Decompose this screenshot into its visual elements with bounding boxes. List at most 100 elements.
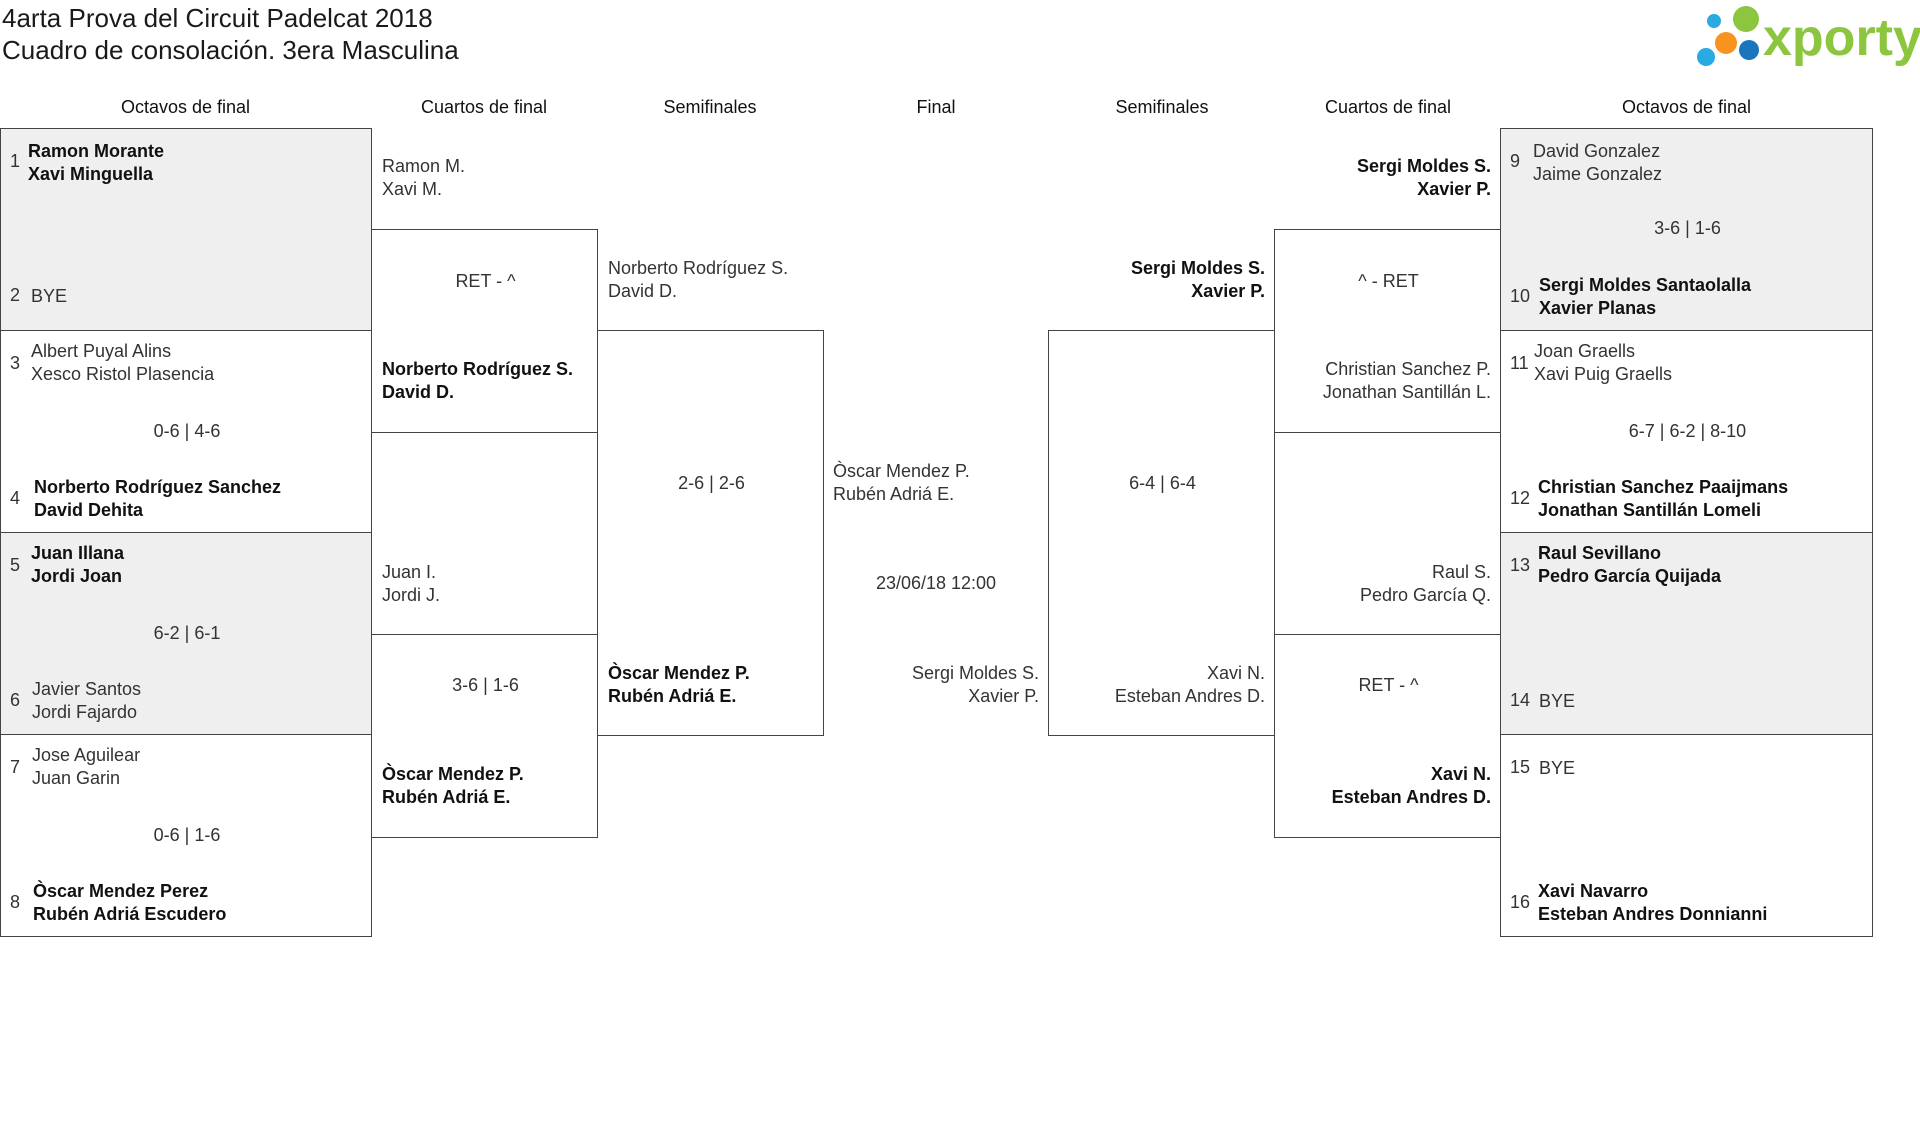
player-name: Jonathan Santillán L. bbox=[1322, 382, 1491, 402]
player-name: David D. bbox=[382, 382, 455, 402]
seed-number: 10 bbox=[1510, 286, 1531, 306]
player-name: Rubén Adriá E. bbox=[608, 686, 737, 706]
player-name: Norberto Rodríguez Sanchez bbox=[34, 477, 282, 497]
seed-number: 7 bbox=[10, 757, 21, 777]
player-name: Ramon M. bbox=[382, 156, 466, 176]
seed-number: 13 bbox=[1510, 555, 1531, 575]
qf-right-2-team-2: Xavi N. Esteban Andres D. bbox=[1332, 763, 1491, 809]
match-score: 3-6 | 1-6 bbox=[1654, 218, 1721, 238]
match-score: 6-2 | 6-1 bbox=[153, 623, 221, 643]
player-name: Norberto Rodríguez S. bbox=[382, 359, 574, 379]
seed-number: 5 bbox=[10, 555, 21, 575]
player-name: Òscar Mendez P. bbox=[833, 461, 970, 481]
player-name: Rubén Adriá E. bbox=[833, 484, 955, 504]
qf-left-2-team-1: Juan I. Jordi J. bbox=[382, 561, 440, 607]
player-name: Sergi Moldes S. bbox=[1130, 258, 1265, 278]
round-header-r16-left: Octavos de final bbox=[120, 97, 251, 117]
match-score: 2-6 | 2-6 bbox=[678, 473, 745, 493]
qf-left-1-team-2: Norberto Rodríguez S. David D. bbox=[382, 358, 573, 404]
final-datetime: 23/06/18 12:00 bbox=[875, 573, 997, 593]
player-name: Jose Aguilear bbox=[32, 745, 141, 765]
match-r16-right-1: 9 David Gonzalez Jaime Gonzalez 3-6 | 1-… bbox=[1500, 128, 1873, 331]
player-name: Albert Puyal Alins bbox=[31, 341, 172, 361]
match-score: RET - ^ bbox=[455, 271, 516, 291]
sf-left-team-1: Norberto Rodríguez S. David D. bbox=[608, 257, 788, 303]
player-name: Jordi Joan bbox=[31, 566, 123, 586]
match-score: 3-6 | 1-6 bbox=[452, 675, 519, 695]
match-score: ^ - RET bbox=[1358, 271, 1419, 291]
player-name: Rubén Adriá Escudero bbox=[33, 904, 227, 924]
player-name: Xavier P. bbox=[1417, 179, 1491, 199]
player-name: Javier Santos bbox=[32, 679, 142, 699]
team-1: David Gonzalez Jaime Gonzalez bbox=[1533, 140, 1662, 186]
round-header-sf-left: Semifinales bbox=[663, 97, 757, 117]
player-name: BYE bbox=[1539, 758, 1576, 778]
match-score: 6-4 | 6-4 bbox=[1129, 473, 1196, 493]
player-name: Esteban Andres Donnianni bbox=[1538, 904, 1768, 924]
player-name: Ramon Morante bbox=[28, 141, 165, 161]
player-name: Xavi Navarro bbox=[1538, 881, 1649, 901]
sf-right-team-2: Xavi N. Esteban Andres D. bbox=[1115, 662, 1265, 708]
player-name: Xavi M. bbox=[382, 179, 443, 199]
player-name: Pedro García Q. bbox=[1359, 585, 1491, 605]
player-name: Raul S. bbox=[1431, 562, 1491, 582]
round-header-qf-right: Cuartos de final bbox=[1324, 97, 1452, 117]
match-r16-left-1: 1 Ramon Morante Xavi Minguella 2 BYE bbox=[0, 128, 372, 331]
final-team-2: Sergi Moldes S. Xavier P. bbox=[912, 662, 1039, 708]
seed-number: 16 bbox=[1510, 892, 1531, 912]
player-name: Christian Sanchez P. bbox=[1325, 359, 1491, 379]
seed-number: 8 bbox=[10, 892, 21, 912]
match-r16-right-3: 13 Raul Sevillano Pedro García Quijada 1… bbox=[1500, 532, 1873, 735]
team-2: Xavi Navarro Esteban Andres Donnianni bbox=[1538, 880, 1767, 926]
qf-left-1-team-1: Ramon M. Xavi M. bbox=[382, 155, 465, 201]
player-name: David Gonzalez bbox=[1533, 141, 1661, 161]
player-name: David D. bbox=[608, 281, 678, 301]
round-header-final: Final bbox=[916, 97, 956, 117]
match-score: 0-6 | 4-6 bbox=[153, 421, 221, 441]
player-name: Xavier P. bbox=[968, 686, 1039, 706]
match-r16-right-2: 11 Joan Graells Xavi Puig Graells 6-7 | … bbox=[1500, 330, 1873, 533]
seed-number: 9 bbox=[1510, 151, 1521, 171]
player-name: David Dehita bbox=[34, 500, 144, 520]
team-2: BYE bbox=[1539, 690, 1575, 713]
team-2: Norberto Rodríguez Sanchez David Dehita bbox=[34, 476, 281, 522]
team-2: Christian Sanchez Paaijmans Jonathan San… bbox=[1538, 476, 1788, 522]
match-r16-right-4: 15 BYE 16 Xavi Navarro Esteban Andres Do… bbox=[1500, 734, 1873, 937]
match-r16-left-3: 5 Juan Illana Jordi Joan 6-2 | 6-1 6 Jav… bbox=[0, 532, 372, 735]
round-header-qf-left: Cuartos de final bbox=[420, 97, 548, 117]
player-name: Esteban Andres D. bbox=[1331, 787, 1491, 807]
team-2: Sergi Moldes Santaolalla Xavier Planas bbox=[1539, 274, 1751, 320]
team-1: Juan Illana Jordi Joan bbox=[31, 542, 124, 588]
seed-number: 15 bbox=[1510, 757, 1531, 777]
team-1: Ramon Morante Xavi Minguella bbox=[28, 140, 164, 186]
player-name: BYE bbox=[1539, 691, 1576, 711]
player-name: Raul Sevillano bbox=[1538, 543, 1662, 563]
player-name: Jonathan Santillán Lomeli bbox=[1538, 500, 1762, 520]
match-qf-left-2: 3-6 | 1-6 bbox=[371, 634, 598, 838]
player-name: Juan Garin bbox=[32, 768, 121, 788]
player-name: Xavier P. bbox=[1191, 281, 1265, 301]
team-1: Jose Aguilear Juan Garin bbox=[32, 744, 140, 790]
player-name: Xavier Planas bbox=[1539, 298, 1657, 318]
qf-right-2-team-1: Raul S. Pedro García Q. bbox=[1360, 561, 1491, 607]
player-name: Sergi Moldes S. bbox=[1356, 156, 1491, 176]
player-name: Juan I. bbox=[382, 562, 437, 582]
match-score: 6-7 | 6-2 | 8-10 bbox=[1628, 421, 1747, 441]
player-name: Xesco Ristol Plasencia bbox=[31, 364, 215, 384]
player-name: Esteban Andres D. bbox=[1114, 686, 1265, 706]
team-1: Albert Puyal Alins Xesco Ristol Plasenci… bbox=[31, 340, 214, 386]
player-name: Rubén Adriá E. bbox=[382, 787, 511, 807]
match-score: RET - ^ bbox=[1358, 675, 1419, 695]
team-1: Raul Sevillano Pedro García Quijada bbox=[1538, 542, 1721, 588]
seed-number: 11 bbox=[1510, 353, 1529, 373]
sf-left-team-2: Òscar Mendez P. Rubén Adriá E. bbox=[608, 662, 750, 708]
match-sf-right: 6-4 | 6-4 bbox=[1048, 330, 1275, 736]
player-name: Òscar Mendez Perez bbox=[33, 881, 209, 901]
player-name: Joan Graells bbox=[1534, 341, 1636, 361]
player-name: BYE bbox=[31, 286, 68, 306]
page-subtitle: Cuadro de consolación. 3era Masculina bbox=[2, 35, 459, 65]
match-score: 0-6 | 1-6 bbox=[153, 825, 221, 845]
seed-number: 1 bbox=[10, 151, 21, 171]
player-name: Xavi N. bbox=[1430, 764, 1491, 784]
team-2: Òscar Mendez Perez Rubén Adriá Escudero bbox=[33, 880, 226, 926]
